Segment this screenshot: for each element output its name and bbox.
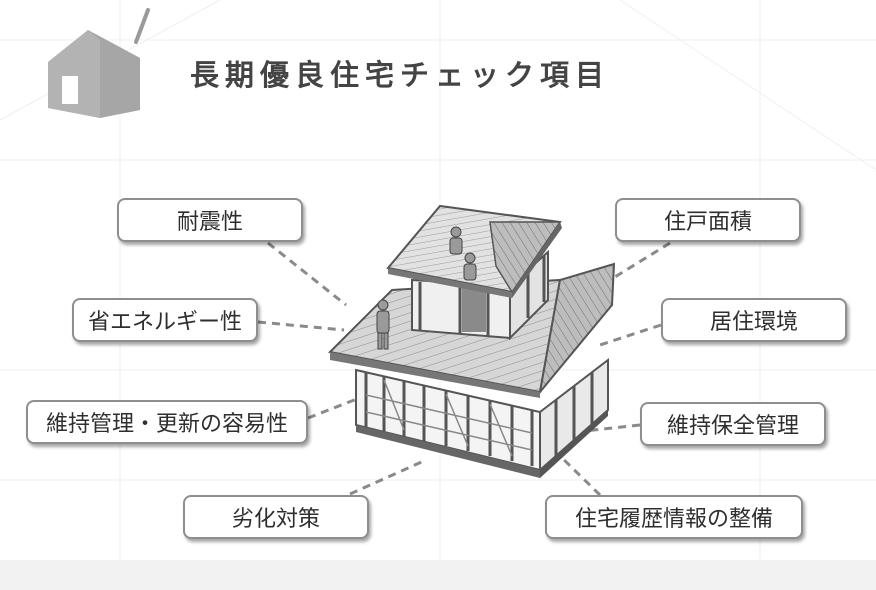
label-deterioration-countermeasures: 劣化対策	[183, 495, 369, 539]
footer-band	[0, 560, 876, 590]
house-framing-illustration	[327, 204, 616, 478]
page-title: 長期優良住宅チェック項目	[190, 58, 611, 92]
label-dwelling-area: 住戸面積	[615, 198, 801, 242]
label-ease-of-maintenance: 維持管理・更新の容易性	[26, 400, 308, 444]
leader-lines	[257, 241, 671, 497]
house-icon	[48, 8, 150, 118]
label-maintenance-management: 維持保全管理	[640, 402, 826, 446]
label-seismic-resistance: 耐震性	[117, 198, 303, 242]
worker-figure	[463, 252, 477, 281]
worker-figure	[449, 226, 463, 255]
label-energy-efficiency: 省エネルギー性	[72, 298, 258, 342]
label-living-environment: 居住環境	[661, 298, 847, 342]
label-housing-history-records: 住宅履歴情報の整備	[545, 495, 803, 539]
worker-figure	[376, 299, 390, 350]
